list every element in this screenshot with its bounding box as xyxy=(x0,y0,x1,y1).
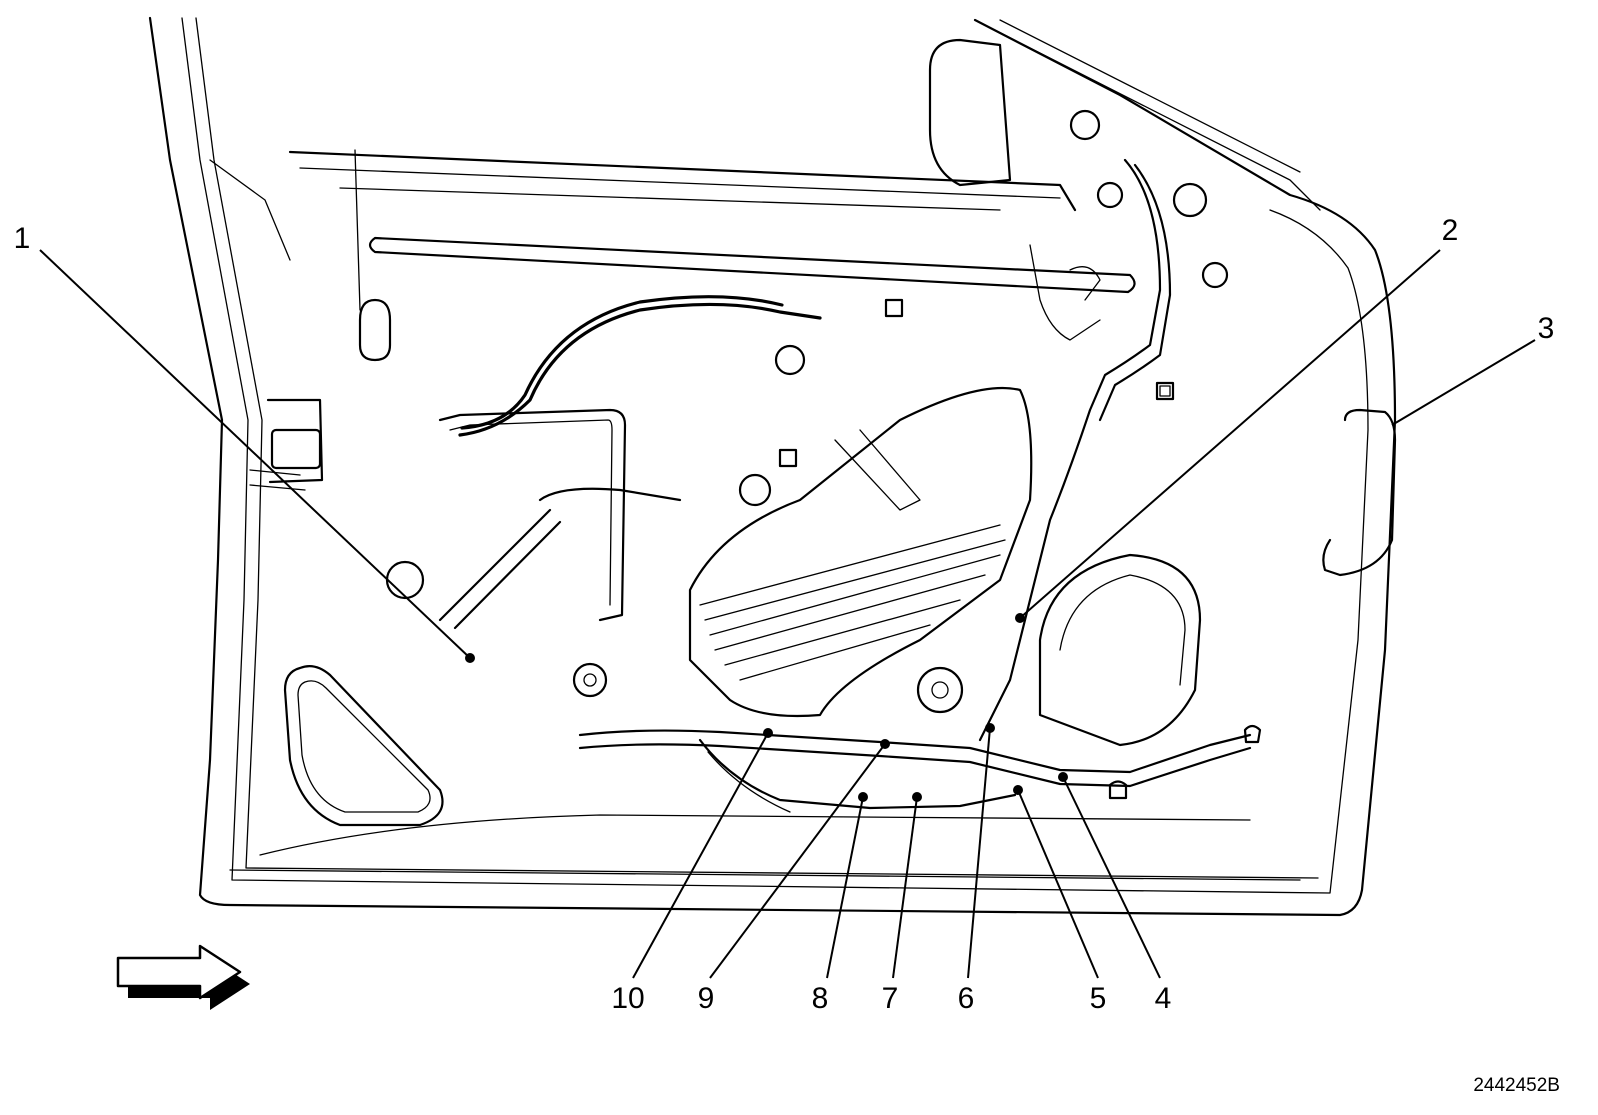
attachment-point-7 xyxy=(912,792,922,802)
leader-2 xyxy=(1019,249,1441,619)
attachment-point-5 xyxy=(1013,785,1023,795)
leader-7 xyxy=(892,796,918,979)
leader-10 xyxy=(632,732,769,979)
callout-2: 2 xyxy=(1442,214,1459,247)
callout-7: 7 xyxy=(882,982,899,1015)
leader-lines xyxy=(39,249,1536,979)
callout-1: 1 xyxy=(14,222,31,255)
callout-5: 5 xyxy=(1090,982,1107,1015)
callout-10: 10 xyxy=(611,982,644,1015)
attachment-point-1 xyxy=(465,653,475,663)
callout-9: 9 xyxy=(698,982,715,1015)
attachment-point-8 xyxy=(858,792,868,802)
attachment-point-10 xyxy=(763,728,773,738)
attachment-point-6 xyxy=(985,723,995,733)
figure-id: 2442452B xyxy=(1473,1075,1560,1096)
attachment-point-9 xyxy=(880,739,890,749)
callout-8: 8 xyxy=(812,982,829,1015)
callout-labels: 1 2 3 4 5 6 7 8 9 10 xyxy=(14,214,1555,1015)
leader-6 xyxy=(967,727,991,979)
inner-panel xyxy=(283,109,1262,827)
arrow-right-icon xyxy=(116,944,250,1010)
leader-3 xyxy=(1391,339,1536,426)
attachment-point-4 xyxy=(1058,772,1068,782)
door-outer-frame xyxy=(148,16,1397,917)
leader-4 xyxy=(1062,776,1161,979)
leader-5 xyxy=(1017,789,1099,979)
callout-4: 4 xyxy=(1155,982,1172,1015)
leader-8 xyxy=(826,796,864,979)
leader-9 xyxy=(709,743,886,979)
attachment-point-2 xyxy=(1015,613,1025,623)
callout-3: 3 xyxy=(1538,312,1555,345)
callout-6: 6 xyxy=(958,982,975,1015)
leader-1 xyxy=(39,249,471,659)
